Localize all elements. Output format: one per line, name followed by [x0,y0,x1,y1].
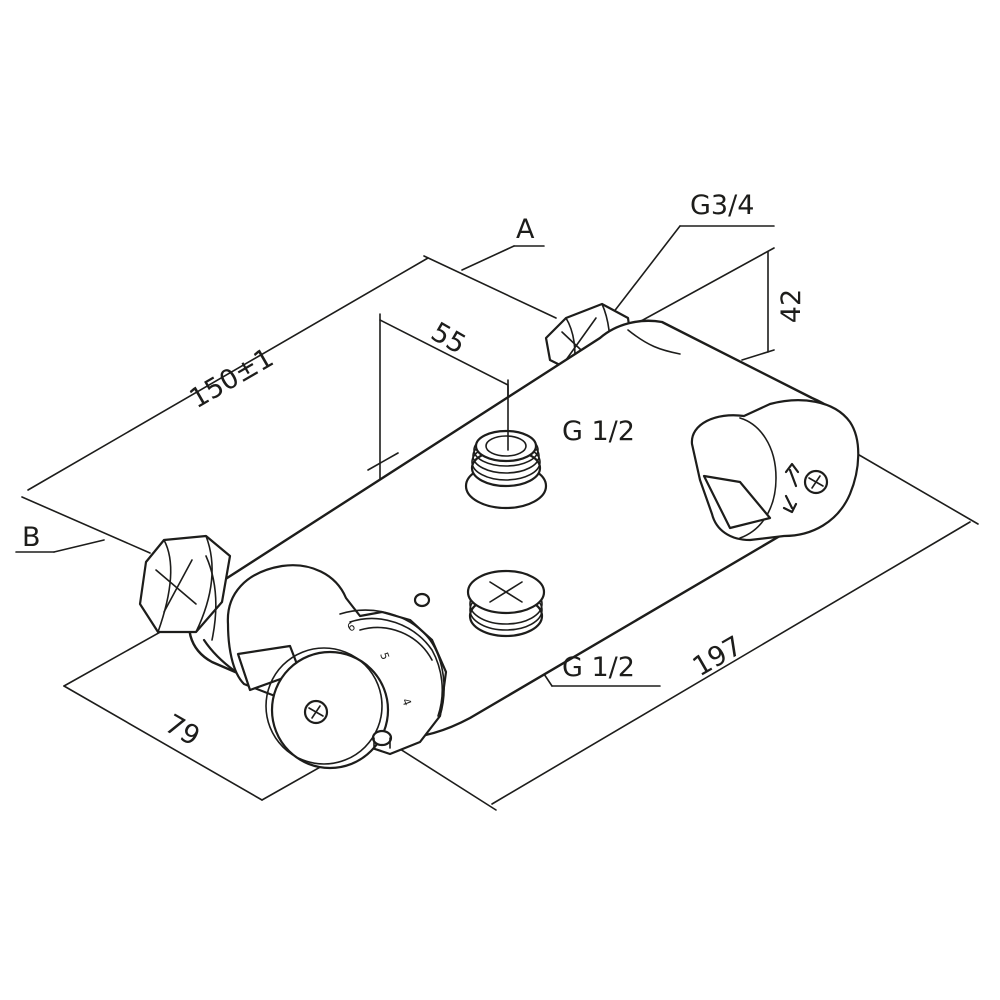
bottom-outlet-plug [466,569,546,638]
scale-number-5: 5 [377,651,392,662]
scale-number-4: 4 [399,697,414,708]
thermostat-handle: 6 5 4 [226,564,448,770]
left-inlet-nut [138,534,232,641]
top-outlet-fitting [464,385,548,510]
thread-g12-bottom-label: G 1/2 [562,652,635,683]
view-b-label: B [22,522,41,553]
dimension-55: 55 [426,317,471,361]
view-a-label: A [516,214,535,245]
flow-handle [690,399,860,542]
body-hole [413,592,431,608]
dimension-197: 197 [688,630,748,683]
thread-g12-top-label: G 1/2 [562,416,635,447]
dimension-79: 79 [160,709,205,753]
thread-g34-label: G3/4 [690,190,754,221]
dimension-42: 42 [776,289,807,323]
dimension-150: 150±1 [184,342,279,415]
